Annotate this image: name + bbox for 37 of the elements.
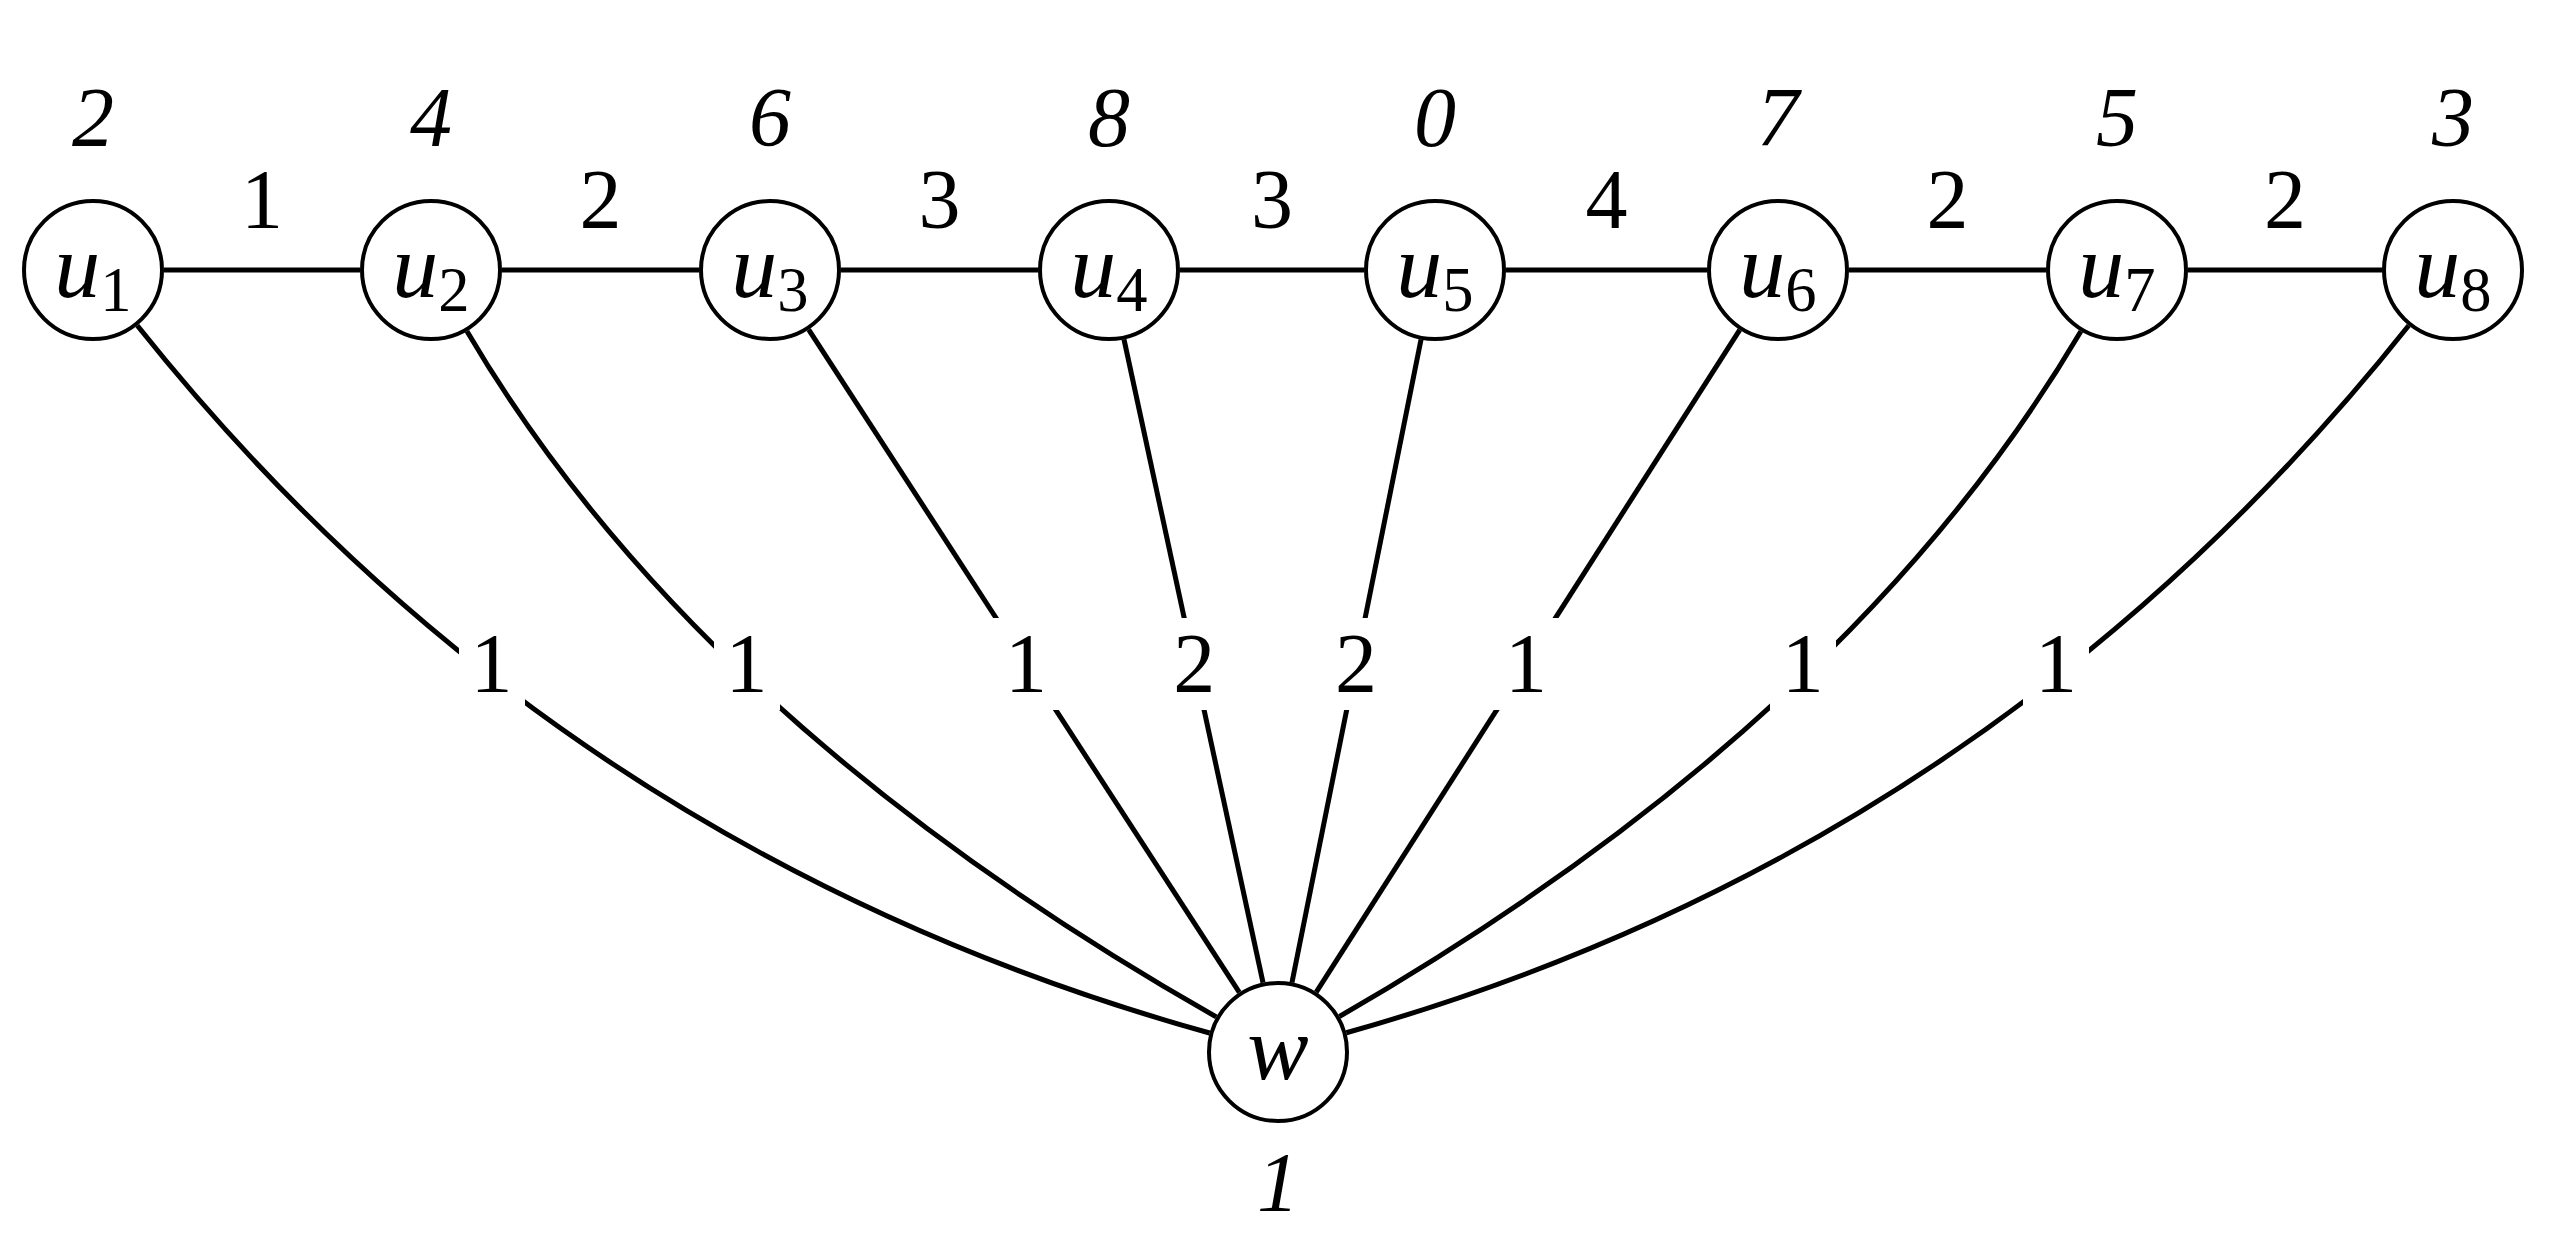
- edge-label: 3: [917, 154, 962, 246]
- edge-label: 1: [240, 154, 284, 246]
- node-label: u$_{3}$: [731, 220, 809, 320]
- node-label: u$_{1}$: [54, 220, 132, 320]
- edge-line: [502, 267, 699, 273]
- node-label: u$_{7}$: [2078, 220, 2156, 320]
- node-value-label: 5: [2096, 76, 2138, 160]
- node-value-label: 2: [72, 76, 114, 160]
- node-value-label: 1: [1257, 1141, 1299, 1225]
- node-label: u$_{8}$: [2414, 220, 2492, 320]
- edge-label: 2: [578, 154, 623, 246]
- edge-line: [1849, 267, 2046, 273]
- node-value-label: 6: [749, 76, 791, 160]
- node-value-label: 4: [410, 76, 452, 160]
- edge-label: 1: [992, 618, 1059, 710]
- edge-line: [1506, 267, 1707, 273]
- edge-label: 1: [1493, 618, 1560, 710]
- edge-label: 2: [2263, 154, 2307, 246]
- node-value-label: 8: [1088, 76, 1130, 160]
- edge-line: [2188, 267, 2382, 273]
- edge-line: [164, 267, 360, 273]
- node-value-label: 0: [1414, 76, 1456, 160]
- edge-line: [1338, 329, 2084, 1019]
- node-label: u$_{4}$: [1070, 220, 1148, 320]
- node-value-label: 3: [2432, 76, 2474, 160]
- edge-line: [841, 267, 1038, 273]
- edge-label: 4: [1584, 154, 1629, 246]
- node-label: u$_{6}$: [1739, 220, 1817, 320]
- edge-line: [1180, 267, 1364, 273]
- node-label: u$_{2}$: [392, 220, 470, 320]
- edge-line: [464, 329, 1218, 1020]
- edge-line: [1345, 323, 2411, 1036]
- edge-label: 3: [1250, 154, 1294, 246]
- node-label: w: [1247, 1002, 1309, 1101]
- edge-line: [135, 323, 1211, 1036]
- node-label: u$_{5}$: [1396, 220, 1474, 320]
- edge-label: 2: [1925, 154, 1970, 246]
